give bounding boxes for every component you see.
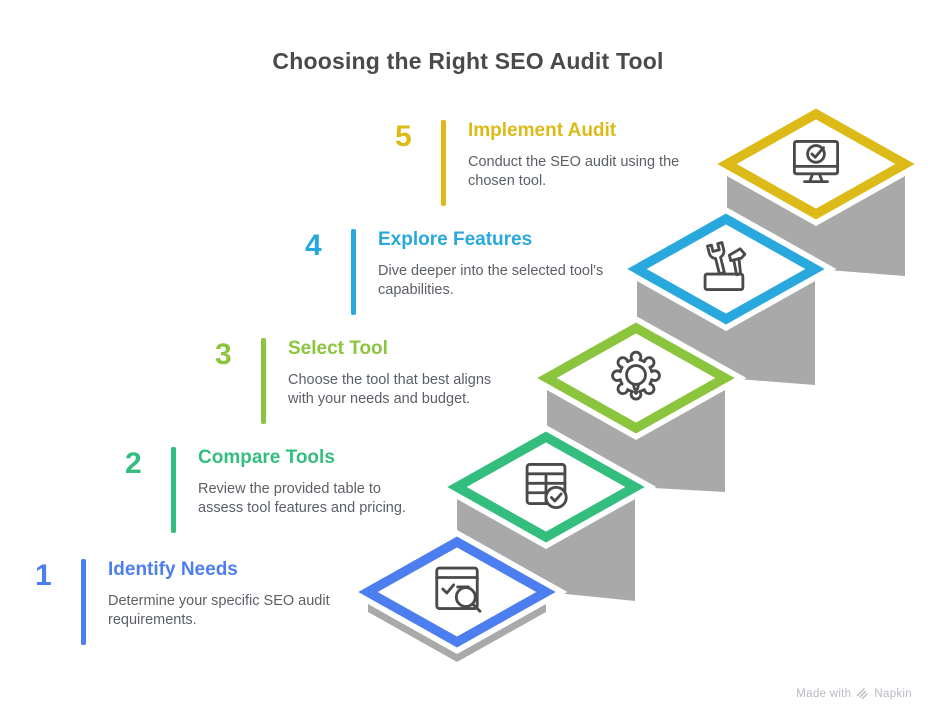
step-1-title: Identify Needs xyxy=(108,559,238,580)
napkin-brand: Napkin xyxy=(874,687,912,700)
tools-icon xyxy=(703,241,747,292)
step-3-accent-bar xyxy=(261,338,266,424)
step-4-description: Dive deeper into the selected tool's cap… xyxy=(378,262,604,298)
step-1-number: 1 xyxy=(35,559,52,592)
step-3-diamond xyxy=(537,322,735,434)
step-5-accent-bar xyxy=(441,120,446,206)
step-4-title: Explore Features xyxy=(378,229,533,250)
step-5-text-block: 5 Implement Audit Conduct the SEO audit … xyxy=(395,120,700,206)
made-with-napkin-credit: Made with Napkin xyxy=(796,687,912,700)
monitor-check-icon xyxy=(792,139,840,184)
step-1-text-block: 1 Identify Needs Determine your specific… xyxy=(35,559,353,645)
step-5-title: Implement Audit xyxy=(468,120,617,141)
step-2-number: 2 xyxy=(125,447,142,480)
gear-bulb-icon xyxy=(611,350,661,401)
step-2-title: Compare Tools xyxy=(198,447,335,468)
step-4-number: 4 xyxy=(305,229,322,262)
step-1-accent-bar xyxy=(81,559,86,645)
napkin-logo-icon xyxy=(857,688,869,700)
step-4-accent-bar xyxy=(351,229,356,315)
step-2-text-block: 2 Compare Tools Review the provided tabl… xyxy=(125,447,426,533)
step-3-text-block: 3 Select Tool Choose the tool that best … xyxy=(215,338,518,424)
made-with-label: Made with xyxy=(796,687,852,700)
step-5-description: Conduct the SEO audit using the chosen t… xyxy=(468,153,680,189)
step-2-accent-bar xyxy=(171,447,176,533)
step-3-description: Choose the tool that best aligns with yo… xyxy=(288,371,492,407)
step-3-number: 3 xyxy=(215,338,232,371)
step-5-diamond xyxy=(717,108,915,220)
page-title: Choosing the Right SEO Audit Tool xyxy=(272,48,664,74)
table-check-icon xyxy=(525,462,568,510)
step-1-description: Determine your specific SEO audit requir… xyxy=(108,592,330,628)
step-4-diamond xyxy=(627,213,825,325)
step-3-title: Select Tool xyxy=(288,338,388,359)
step-4-text-block: 4 Explore Features Dive deeper into the … xyxy=(305,229,636,315)
step-2-description: Review the provided table to assess tool… xyxy=(198,480,406,516)
browser-search-icon xyxy=(435,566,482,613)
step-5-number: 5 xyxy=(395,120,412,153)
